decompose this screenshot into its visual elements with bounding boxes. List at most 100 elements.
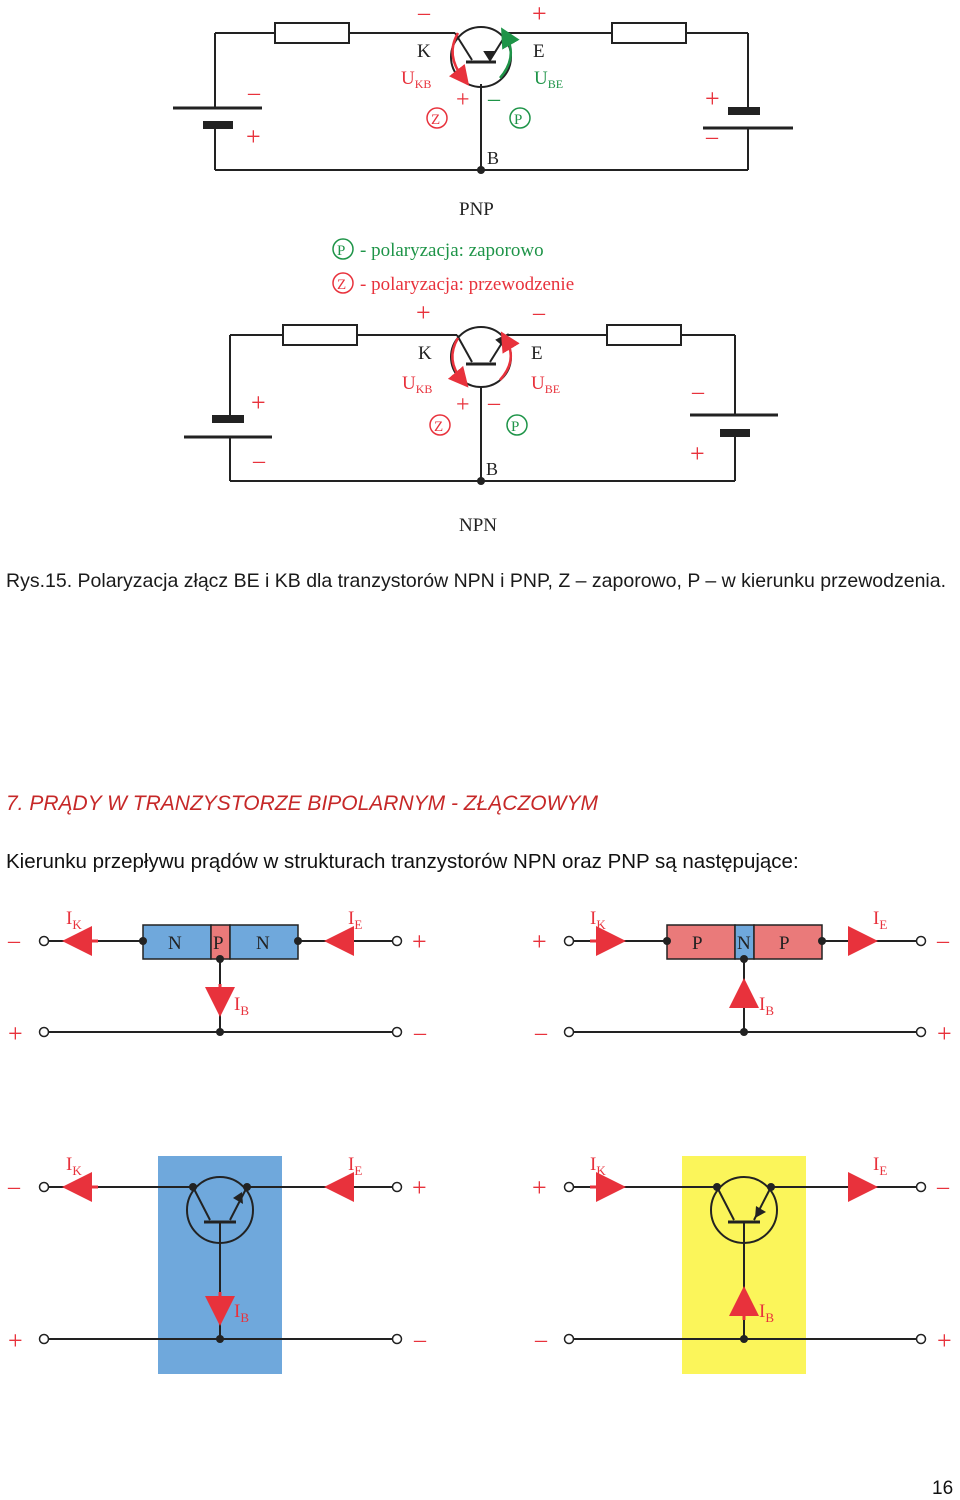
figure-caption: Rys.15. Polaryzacja złącz BE i KB dla tr… <box>6 570 947 592</box>
npn-top-plus: + <box>416 298 431 327</box>
npn-z-circle <box>429 414 451 436</box>
body-text: Kierunku przepływu prądów w strukturach … <box>6 850 799 873</box>
pnp-p-symbol: P <box>514 112 522 128</box>
npn-structure-n2 <box>229 924 299 960</box>
npn-label-k: K <box>418 343 432 364</box>
pnp-symbol-ib: IB <box>759 1301 774 1325</box>
npn-ube-arrow <box>499 331 520 381</box>
pnp-structure-n-label: N <box>737 933 751 954</box>
npn-ukb: UKB <box>402 373 432 396</box>
npn-left-battery-bottom-sign: – <box>252 448 266 474</box>
npn-caption-label: NPN <box>459 515 497 536</box>
pnp-battery-right <box>703 107 793 130</box>
npn-ube: UBE <box>531 373 560 396</box>
pnp-top-plus: + <box>532 0 547 28</box>
pnp-caption-label: PNP <box>459 199 494 220</box>
npn-structure-ik: IK <box>66 908 82 932</box>
legend-p-text: - polaryzacja: zaporowo <box>360 240 544 261</box>
pnp-circuit <box>214 32 749 171</box>
npn-battery-left <box>184 415 272 439</box>
pnp-symbol-right-bottom-sign: + <box>937 1326 952 1355</box>
npn-junction-plus: + <box>456 392 470 418</box>
pnp-p-circle <box>509 107 531 129</box>
pnp-structure-ib: IB <box>759 994 774 1018</box>
polarization-figure: – + K E UKB UBE Z + – P B – + + – PNP P … <box>173 0 793 536</box>
pnp-structure-left-bottom-sign: – <box>534 1020 548 1046</box>
npn-structure-ie: IE <box>348 908 362 932</box>
npn-symbol-right-bottom-sign: – <box>413 1327 427 1353</box>
npn-right-battery-bottom-sign: + <box>690 439 705 468</box>
npn-structure-left-bottom-sign: + <box>8 1019 23 1048</box>
pnp-structure-ik: IK <box>590 908 606 932</box>
npn-symbol-left-bottom-sign: + <box>8 1326 23 1355</box>
npn-p-symbol: P <box>511 419 519 435</box>
npn-p-circle <box>506 414 528 436</box>
currents-figure: N P N IK IE IB – + + – P N P IK IE IB + … <box>7 908 952 1374</box>
pnp-symbol-left-top-sign: + <box>532 1173 547 1202</box>
legend-p-circle <box>332 238 354 260</box>
npn-label-e: E <box>531 343 543 364</box>
npn-symbol-ie: IE <box>348 1154 362 1178</box>
npn-symbol-ib: IB <box>234 1301 249 1325</box>
npn-symbol-diagram <box>38 1172 403 1345</box>
npn-circuit <box>229 334 736 482</box>
pnp-label-k: K <box>417 41 431 62</box>
pnp-structure-ie: IE <box>873 908 887 932</box>
pnp-base-node <box>477 166 485 174</box>
npn-structure-right-bottom-sign: – <box>413 1020 427 1046</box>
pnp-symbol-right-top-sign: – <box>936 1174 950 1200</box>
pnp-label-e: E <box>533 41 545 62</box>
pnp-right-battery-bottom-sign: – <box>705 124 719 150</box>
pnp-z-symbol: Z <box>431 112 440 128</box>
pnp-structure-p1 <box>666 924 736 960</box>
npn-junction-minus: – <box>487 390 501 416</box>
npn-symbol-right-top-sign: + <box>412 1173 427 1202</box>
npn-resistor-left <box>282 324 358 346</box>
legend-z-text: - polaryzacja: przewodzenie <box>360 274 574 295</box>
npn-z-symbol: Z <box>434 419 443 435</box>
pnp-left-battery-top-sign: – <box>247 80 261 106</box>
pnp-structure-right-bottom-sign: + <box>937 1019 952 1048</box>
pnp-ukb: UKB <box>401 68 431 91</box>
pnp-transistor-symbol <box>450 26 512 88</box>
pnp-junction-minus: – <box>487 86 501 112</box>
pnp-resistor-right <box>611 22 687 44</box>
npn-left-battery-top-sign: + <box>251 388 266 417</box>
pnp-structure-p2-label: P <box>779 933 790 954</box>
pnp-ube: UBE <box>534 68 563 91</box>
npn-structure-diagram <box>38 924 403 1038</box>
legend-z-symbol: Z <box>337 277 346 293</box>
legend-p-symbol: P <box>337 243 345 259</box>
section-heading: 7. PRĄDY W TRANZYSTORZE BIPOLARNYM - ZŁĄ… <box>6 792 598 815</box>
npn-ukb-arrow <box>447 337 469 388</box>
pnp-structure-diagram <box>563 924 927 1038</box>
pnp-structure-p2 <box>753 924 823 960</box>
pnp-ube-arrow <box>499 27 520 79</box>
npn-label-b: B <box>486 459 498 479</box>
npn-structure-right-top-sign: + <box>412 927 427 956</box>
npn-resistor-right <box>606 324 682 346</box>
pnp-z-circle <box>426 107 448 129</box>
pnp-label-b: B <box>487 148 499 168</box>
pnp-left-battery-bottom-sign: + <box>246 122 261 151</box>
pnp-battery-left <box>173 106 262 129</box>
pnp-symbol-left-bottom-sign: – <box>534 1327 548 1353</box>
pnp-structure-right-top-sign: – <box>936 928 950 954</box>
npn-symbol-left-top-sign: – <box>7 1174 21 1200</box>
page-number: 16 <box>932 1478 954 1499</box>
npn-symbol-ik: IK <box>66 1154 82 1178</box>
npn-right-battery-top-sign: – <box>691 379 705 405</box>
pnp-symbol-ik: IK <box>590 1154 606 1178</box>
pnp-structure-left-top-sign: + <box>532 927 547 956</box>
legend-z-circle <box>332 272 354 294</box>
npn-structure-p-label: P <box>213 933 224 954</box>
pnp-resistor-left <box>274 22 350 44</box>
npn-structure-n2-label: N <box>256 933 270 954</box>
pnp-symbol-ie: IE <box>873 1154 887 1178</box>
npn-structure-n1-label: N <box>168 933 182 954</box>
pnp-structure-p1-label: P <box>692 933 703 954</box>
pnp-ukb-arrow <box>448 32 470 86</box>
pnp-right-battery-top-sign: + <box>705 84 720 113</box>
npn-battery-right <box>690 413 778 437</box>
npn-structure-ib: IB <box>234 994 249 1018</box>
